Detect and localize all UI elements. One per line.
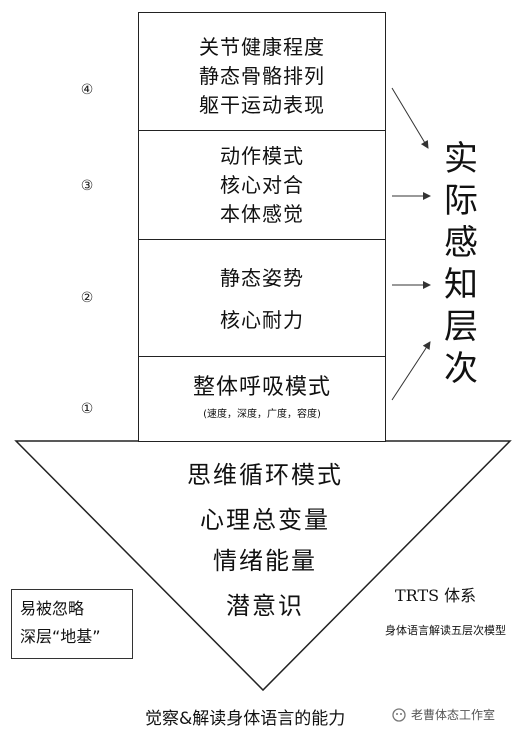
level-2-line-1: 静态姿势: [220, 266, 304, 290]
arrow-level-1: [391, 341, 431, 401]
level-1-marker: ①: [80, 401, 94, 417]
arrow-level-4: [391, 87, 429, 149]
level-3-line-3: 本体感觉: [220, 202, 304, 226]
level-1-subtitle: (速度，深度，广度，容度): [203, 409, 321, 420]
level-2-line-2: 核心耐力: [220, 308, 304, 332]
watermark: 老曹体态工作室: [392, 706, 495, 723]
level-4-marker: ④: [80, 82, 94, 98]
triangle-line-1: 思维循环模式: [187, 461, 343, 489]
level-1-line-1: 整体呼吸模式: [192, 375, 331, 400]
note-line-2: 深层“地基”: [20, 627, 101, 646]
side-label-char: 感: [444, 223, 478, 263]
note-box: 易被忽略 深层“地基”: [11, 589, 133, 659]
note-line-1: 易被忽略: [20, 599, 85, 618]
side-label: 实 际 感 知 层 次: [436, 138, 486, 390]
level-4-line-3: 躯干运动表现: [199, 93, 325, 117]
level-2-box: 静态姿势 核心耐力: [138, 239, 386, 357]
system-title: TRTS 体系: [395, 586, 477, 605]
wechat-icon: [392, 707, 406, 722]
side-label-char: 知: [444, 265, 478, 305]
side-label-char: 际: [444, 181, 478, 221]
level-3-line-2: 核心对合: [220, 173, 304, 197]
watermark-text: 老曹体态工作室: [411, 708, 496, 722]
level-4-line-2: 静态骨骼排列: [199, 64, 325, 88]
bottom-caption: 觉察&解读身体语言的能力: [145, 709, 346, 729]
level-1-box: 整体呼吸模式 (速度，深度，广度，容度): [138, 356, 386, 442]
level-3-box: 动作模式 核心对合 本体感觉: [138, 130, 386, 240]
level-2-marker: ②: [80, 290, 94, 306]
system-subtitle: 身体语言解读五层次模型: [385, 624, 506, 637]
triangle-line-4: 潜意识: [226, 592, 304, 620]
triangle-line-3: 情绪能量: [213, 547, 317, 575]
level-4-line-1: 关节健康程度: [199, 35, 325, 59]
side-label-char: 层: [444, 307, 478, 347]
level-4-box: 关节健康程度 静态骨骼排列 躯干运动表现: [138, 12, 386, 131]
level-3-line-1: 动作模式: [220, 144, 304, 168]
side-label-char: 次: [444, 349, 478, 389]
side-label-char: 实: [444, 139, 478, 179]
triangle-line-2: 心理总变量: [200, 506, 330, 534]
level-3-marker: ③: [80, 178, 94, 194]
